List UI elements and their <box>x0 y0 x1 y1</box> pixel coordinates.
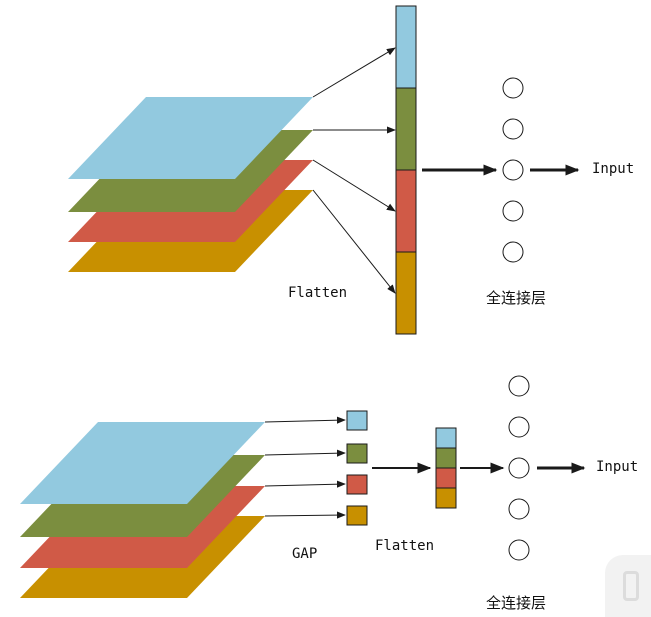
bottom-pooled-square-green <box>346 443 368 464</box>
bottom-feature-map-blue <box>20 422 265 504</box>
top-arrow-red-to-vector <box>312 159 396 212</box>
bottom-gap-label: GAP <box>292 546 318 562</box>
bottom-pooled-square-blue <box>346 410 368 431</box>
bottom-neuron <box>508 539 530 561</box>
top-flatten-arrows <box>312 47 396 294</box>
top-feature-map-stack <box>68 97 313 272</box>
bottom-neuron <box>508 375 530 397</box>
top-fc-neurons <box>502 77 524 263</box>
corner-watermark <box>605 555 651 617</box>
top-neuron <box>502 200 524 222</box>
top-feature-map-blue <box>68 97 313 179</box>
bottom-neuron <box>508 457 530 479</box>
top-neuron <box>502 241 524 263</box>
bottom-feature-map-stack <box>20 422 265 598</box>
bottom-arrow-orange-to-pool <box>264 511 346 519</box>
bottom-arrow-red-to-pool <box>264 480 346 488</box>
top-vector-segment-green <box>395 87 417 171</box>
bottom-flatten-label: Flatten <box>375 538 435 554</box>
top-fc-layer-label: 全连接层 <box>486 289 547 307</box>
top-flatten-label: Flatten <box>288 285 348 301</box>
bottom-neuron <box>508 498 530 520</box>
bottom-output-label: Input <box>596 459 639 475</box>
top-output-label: Input <box>592 161 635 177</box>
bottom-neuron <box>508 416 530 438</box>
bottom-arrow-blue-to-pool <box>264 416 346 424</box>
top-vector-segment-orange <box>395 251 417 335</box>
bottom-fc-layer-label: 全连接层 <box>486 594 547 612</box>
bottom-fc-neurons <box>508 375 530 561</box>
top-flatten-vector <box>395 5 417 335</box>
bottom-vector-segment-green <box>435 447 457 469</box>
bottom-arrow-green-to-pool <box>264 449 346 457</box>
bottom-gap-arrows <box>264 416 346 519</box>
top-neuron <box>502 118 524 140</box>
bottom-vector-segment-red <box>435 467 457 489</box>
top-arrow-blue-to-vector <box>312 47 396 98</box>
top-diagram <box>68 5 580 335</box>
bottom-pooled-square-red <box>346 474 368 495</box>
top-vector-segment-red <box>395 169 417 253</box>
bottom-diagram <box>20 375 586 598</box>
top-arrow-orange-to-vector <box>312 189 396 294</box>
bottom-vector-segment-orange <box>435 487 457 509</box>
bottom-flatten-vector <box>435 427 457 509</box>
top-neuron <box>502 77 524 99</box>
bottom-pooled-squares <box>346 410 368 526</box>
top-neuron <box>502 159 524 181</box>
watermark-icon <box>623 571 639 601</box>
bottom-pooled-square-orange <box>346 505 368 526</box>
top-vector-segment-blue <box>395 5 417 89</box>
bottom-vector-segment-blue <box>435 427 457 449</box>
